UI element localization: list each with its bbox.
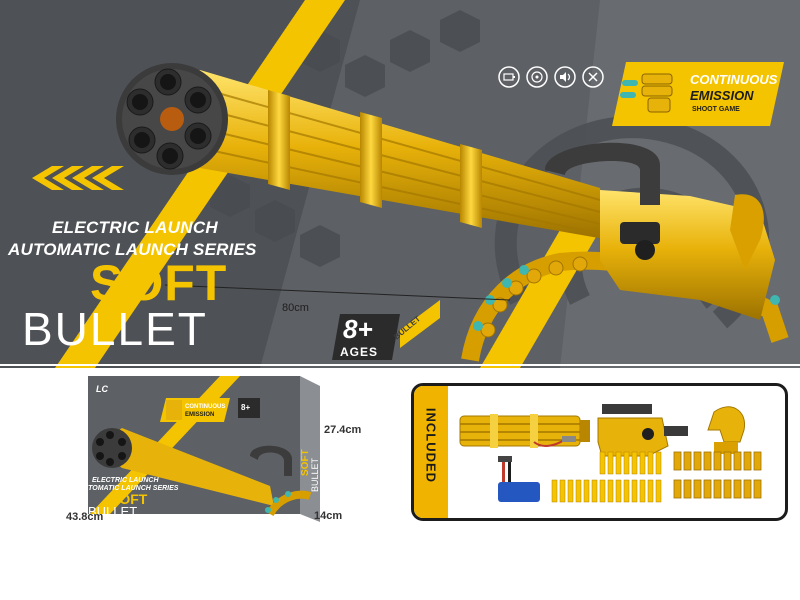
included-tab: INCLUDED	[414, 386, 448, 518]
lower-section: CONTINUOUS EMISSION 8+ LC ELECTRIC LAUNC…	[0, 368, 800, 600]
svg-text:SOFT: SOFT	[300, 449, 311, 476]
age-label: AGES	[340, 345, 379, 359]
svg-text:BULLET: BULLET	[88, 504, 137, 519]
length-dimension: 80cm	[282, 302, 309, 314]
gun-body	[545, 142, 775, 320]
included-items-image	[459, 404, 762, 503]
age-number: 8+	[343, 314, 373, 344]
hero-banner: CONTINUOUS EMISSION SHOOT GAME ELECTRIC …	[0, 0, 800, 368]
included-label: INCLUDED	[423, 407, 439, 484]
svg-text:SOFT: SOFT	[110, 491, 148, 507]
svg-text:8+: 8+	[241, 403, 250, 412]
svg-text:LC: LC	[96, 384, 108, 394]
svg-text:AUTOMATIC LAUNCH SERIES: AUTOMATIC LAUNCH SERIES	[77, 485, 179, 492]
svg-text:CONTINUOUS: CONTINUOUS	[185, 404, 225, 410]
muzzle	[116, 63, 228, 175]
svg-text:ELECTRIC LAUNCH: ELECTRIC LAUNCH	[92, 477, 159, 484]
barrel-part	[459, 414, 590, 448]
product-title-bullet: BULLET	[22, 303, 208, 355]
battery-icon	[498, 66, 520, 88]
badge-title-line1: CONTINUOUS	[690, 72, 778, 87]
bullet-icon	[582, 66, 604, 88]
svg-text:EMISSION: EMISSION	[185, 412, 214, 418]
badge-title-line2: EMISSION	[690, 88, 754, 103]
battery-pack	[498, 456, 540, 502]
svg-text:BULLET: BULLET	[310, 457, 320, 492]
box-depth-dimension: 14cm	[314, 510, 343, 522]
body-part	[597, 404, 688, 457]
product-box-image: CONTINUOUS EMISSION 8+ LC ELECTRIC LAUNC…	[77, 376, 320, 522]
rotate-icon	[526, 66, 548, 88]
included-panel: INCLUDED	[411, 383, 788, 521]
product-title-soft: SOFT	[90, 255, 228, 311]
tagline-line1: ELECTRIC LAUNCH	[52, 218, 218, 237]
gun-barrel	[170, 70, 610, 240]
badge-subtitle: SHOOT GAME	[692, 106, 740, 113]
tagline-line2: AUTOMATIC LAUNCH SERIES	[8, 240, 257, 259]
sound-icon	[554, 66, 576, 88]
box-width-dimension: 43.8cm	[66, 511, 104, 523]
box-height-dimension: 27.4cm	[324, 424, 362, 436]
continuous-emission-badge	[612, 62, 784, 126]
stand-part	[707, 406, 746, 454]
